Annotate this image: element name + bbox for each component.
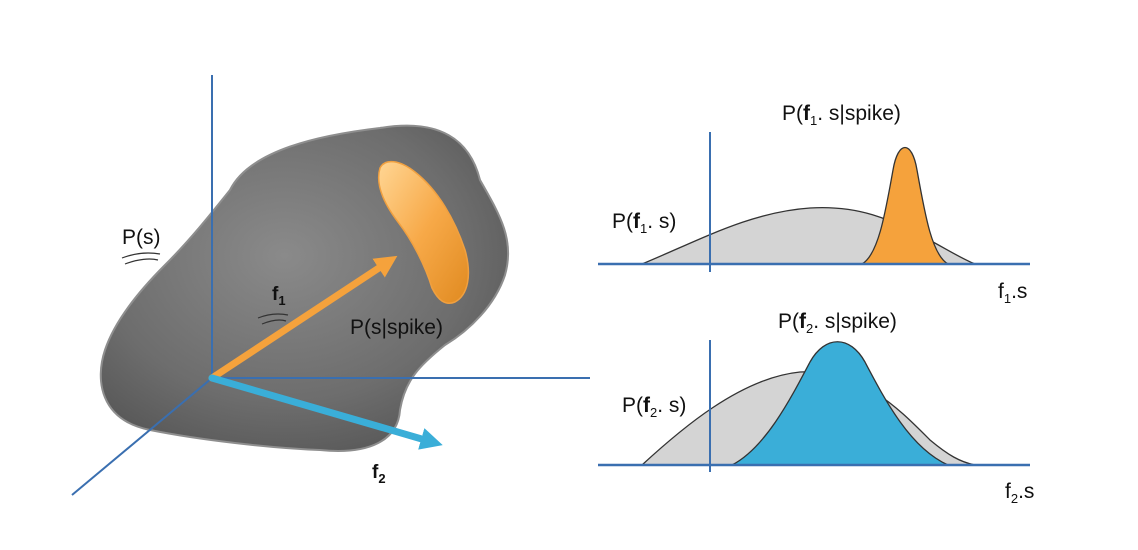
spike-cloud	[378, 160, 470, 304]
spike-cloud-label: P(s|spike)	[350, 316, 443, 339]
plot2-prior-label: P(f2. s)	[622, 394, 686, 420]
f2-vector-label: f2	[372, 462, 386, 486]
prior-label: P(s)	[122, 226, 161, 249]
plot2-spike-distribution	[731, 341, 949, 466]
projection-plot-f1: P(f1. s|spike) P(f1. s) f1.s	[598, 102, 1030, 306]
f2-vector-arrow	[208, 374, 443, 450]
plot1-axis-label: f1.s	[998, 280, 1027, 306]
prior-label-arrow-icon	[121, 252, 161, 265]
f1-label-arrow-icon	[257, 313, 289, 325]
plot1-conditional-label: P(f1. s|spike)	[782, 102, 901, 128]
plot1-spike-distribution	[859, 147, 951, 265]
plot2-conditional-label: P(f2. s|spike)	[778, 310, 897, 336]
f1-vector-label: f1	[272, 284, 286, 308]
plot2-axis-label: f2.s	[1005, 480, 1034, 506]
axis-depth	[71, 377, 213, 496]
plot1-prior-label: P(f1. s)	[612, 210, 676, 236]
projection-plot-f2: P(f2. s|spike) P(f2. s) f2.s	[598, 310, 1034, 506]
f1-vector-arrow	[208, 255, 398, 382]
